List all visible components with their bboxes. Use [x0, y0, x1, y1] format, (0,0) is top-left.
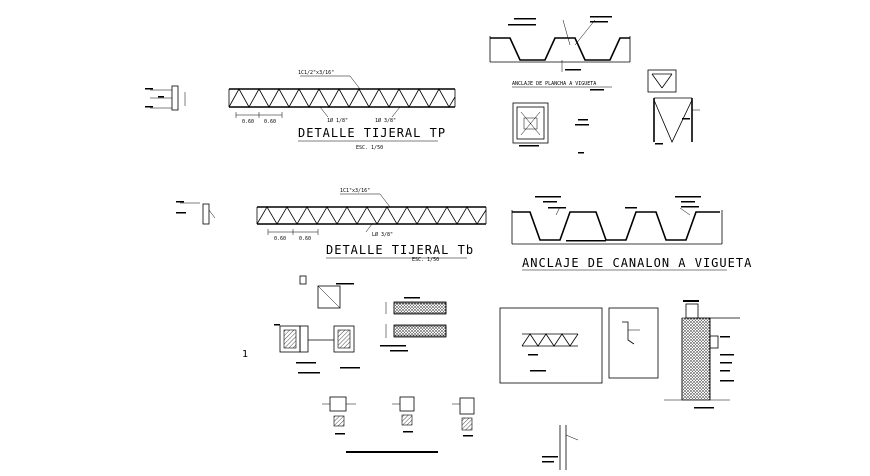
truss-tp-section-detail — [145, 85, 186, 111]
column-base-detail — [274, 275, 360, 374]
truss-tp-chord-label: 1C1/2"x3/16" — [298, 70, 334, 76]
truss-tp-diag-label-1: 1Ø 1/8" — [327, 117, 348, 124]
footing-details-row — [322, 396, 475, 453]
beam-section-details — [380, 297, 447, 352]
truss-tb-section-detail — [176, 201, 216, 225]
wall-footing-detail — [664, 300, 740, 409]
truss-tp-dim-1: 0.60 — [242, 119, 254, 125]
truss-tp-detail: 1C1/2"x3/16" 1Ø 1/8" 1Ø 3/8" 0.60 0.60 D… — [228, 70, 456, 151]
canalon-anchorage-detail: ANCLAJE DE CANALON A VIGUETA — [511, 196, 752, 271]
truss-tb-title: DETALLE TIJERAL Tb — [326, 243, 474, 257]
canalon-title: ANCLAJE DE CANALON A VIGUETA — [522, 256, 752, 270]
truss-tb-diag-label: LØ 3/8" — [372, 231, 393, 238]
truss-tb-dim-2: 0.60 — [299, 236, 311, 242]
plancha-title: ANCLAJE DE PLANCHA A VIGUETA — [512, 81, 596, 87]
truss-tb-scale: ESC. 1/50 — [412, 257, 439, 263]
plancha-anchorage-detail: ANCLAJE DE PLANCHA A VIGUETA — [489, 16, 631, 91]
left-marker: 1 — [242, 349, 248, 360]
plancha-column-section — [512, 102, 589, 154]
truss-tp-diag-label-2: 1Ø 3/8" — [375, 117, 396, 124]
truss-tp-title: DETALLE TIJERAL TP — [298, 126, 446, 140]
post-detail — [542, 425, 579, 470]
truss-tb-chord-label: 1C1"x3/16" — [340, 188, 370, 194]
truss-tb-detail: 1C1"x3/16" LØ 3/8" 0.60 0.60 DETALLE TIJ… — [256, 188, 487, 263]
framed-truss-detail — [499, 307, 659, 384]
truss-tp-scale: ESC. 1/50 — [356, 145, 383, 151]
truss-end-connection-detail — [647, 69, 700, 145]
truss-tb-dim-1: 0.60 — [274, 236, 286, 242]
truss-tp-dim-2: 0.60 — [264, 119, 276, 125]
